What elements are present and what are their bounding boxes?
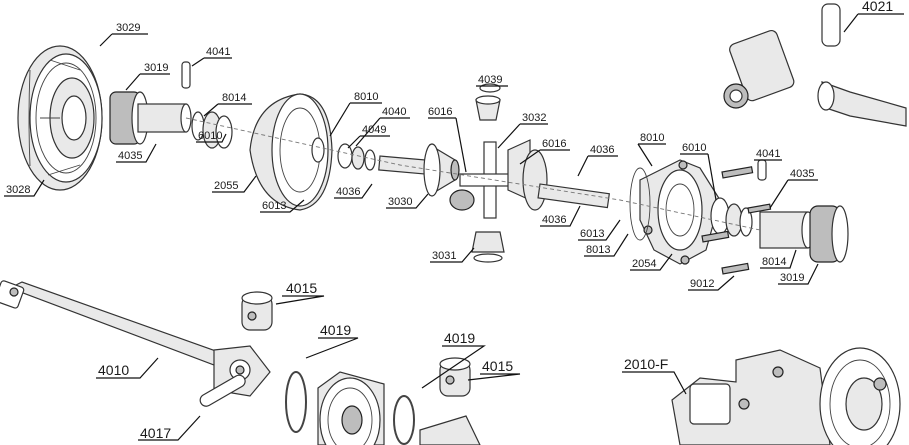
label-4017: 4017 [140,425,171,441]
label-3029: 3029 [116,22,140,34]
label-4019-right: 4019 [444,330,475,346]
label-6010-right: 6010 [682,142,706,154]
label-4035-left: 4035 [118,150,142,162]
hub-3019-left [109,91,192,145]
coupler-body [317,371,385,445]
label-9012: 9012 [690,278,714,290]
label-4015-left: 4015 [286,280,317,296]
label-2055: 2055 [214,180,238,192]
label-6013-left: 6013 [262,200,286,212]
label-3019-left: 3019 [144,62,168,74]
label-4036-bottom: 4036 [542,214,566,226]
pin-4017 [199,374,246,407]
label-4040: 4040 [382,106,406,118]
label-4041-right: 4041 [756,148,780,160]
label-3030: 3030 [388,196,412,208]
bearing-set-right [710,197,753,237]
label-6013-right: 6013 [580,228,604,240]
label-8010-right: 8010 [640,132,664,144]
outdrive-4021 [723,3,907,127]
washers-4040-4049 [337,143,376,171]
screws-9012 [701,166,772,275]
pulley-3028 [17,45,103,191]
diff-case-2054 [629,159,721,265]
collar-4015-left [241,291,273,331]
label-2010-f: 2010-F [624,356,668,372]
label-4019-left: 4019 [320,322,351,338]
label-3032: 3032 [522,112,546,124]
hub-3019-right [759,205,849,263]
pin-4041-top [181,61,191,89]
driveshaft-4010 [0,280,231,369]
bearing-set-left [191,111,233,149]
label-4035-right: 4035 [790,168,814,180]
label-8010-left: 8010 [354,91,378,103]
label-4049: 4049 [362,124,386,136]
label-3031: 3031 [432,250,456,262]
label-4010: 4010 [98,362,129,378]
label-3019-right: 3019 [780,272,804,284]
clip-4019-right [393,395,415,445]
label-6016-right: 6016 [542,138,566,150]
label-2054: 2054 [632,258,656,270]
label-8014-left: 8014 [222,92,246,104]
label-3028: 3028 [6,184,30,196]
spider-gears [449,83,531,263]
diff-case-2055 [249,93,333,211]
label-8014-right: 8014 [762,256,786,268]
bevel-gear-right [522,149,610,211]
leader-lines [4,13,904,441]
label-8013: 8013 [586,244,610,256]
shaft-end-right [419,415,481,445]
bevel-gear-3030 [423,143,460,197]
pin-4041-right [757,159,767,181]
label-4036-right: 4036 [590,144,614,156]
label-4041-top: 4041 [206,46,230,58]
collar-4015-right [439,357,471,397]
label-4021: 4021 [862,0,893,14]
label-4015-right: 4015 [482,358,513,374]
label-6016-left: 6016 [428,106,452,118]
label-4036-left: 4036 [336,186,360,198]
housing-2010-f [671,347,901,445]
label-6010-left: 6010 [198,130,222,142]
clip-4019-left [285,371,307,433]
label-4039: 4039 [478,74,502,86]
